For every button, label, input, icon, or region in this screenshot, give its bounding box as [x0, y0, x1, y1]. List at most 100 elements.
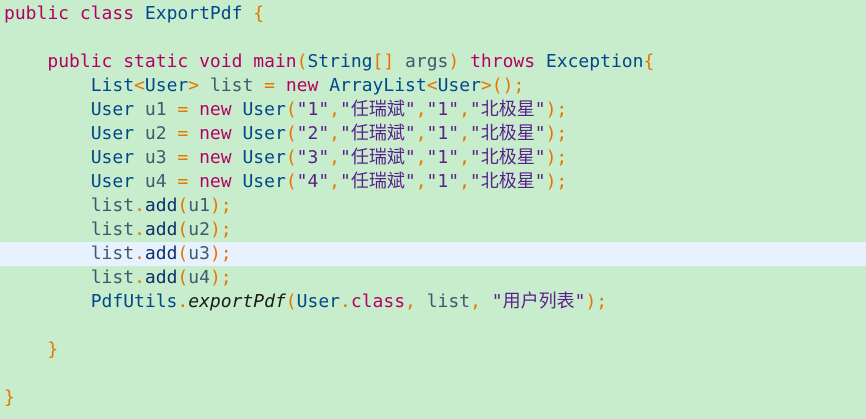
code-token: ); [209, 243, 232, 264]
code-token [4, 291, 91, 312]
code-token: "任瑞斌" [340, 123, 416, 144]
code-line[interactable]: } [0, 386, 866, 410]
code-token: } [47, 339, 59, 360]
code-token: List [90, 75, 135, 96]
code-token: "3" [296, 147, 330, 168]
code-token: "2" [296, 123, 330, 144]
code-line[interactable] [0, 362, 866, 386]
code-line[interactable]: } [0, 338, 866, 362]
code-token: , [329, 171, 341, 192]
code-token: ); [585, 291, 608, 312]
code-token: u3 [144, 147, 178, 168]
code-line[interactable]: User u3 = new User("3","任瑞斌","1","北极星"); [0, 146, 866, 170]
code-token: , [415, 171, 427, 192]
code-token: User [242, 123, 286, 144]
code-token: , [459, 123, 470, 144]
code-token: . [177, 291, 189, 312]
code-token: u3 [188, 243, 210, 264]
code-token [4, 99, 91, 120]
code-token: , [459, 147, 470, 168]
code-token: ( [285, 99, 297, 120]
code-token: > [188, 75, 210, 96]
code-line[interactable] [0, 314, 866, 338]
code-token: User [242, 99, 286, 120]
code-token: list [426, 291, 471, 312]
code-token: ( [285, 147, 297, 168]
code-token: "1" [426, 147, 460, 168]
code-token: , [470, 291, 492, 312]
code-token: ) [448, 51, 471, 72]
code-token: >(); [480, 75, 525, 96]
code-line[interactable]: public static void main(String[] args) t… [0, 50, 866, 74]
code-token: ); [545, 147, 568, 168]
code-token: "1" [426, 123, 460, 144]
code-line[interactable]: List<User> list = new ArrayList<User>(); [0, 74, 866, 98]
code-token: . [134, 219, 145, 240]
code-token: ( [177, 243, 189, 264]
code-line[interactable]: User u2 = new User("2","任瑞斌","1","北极星"); [0, 122, 866, 146]
code-token: ); [545, 99, 568, 120]
code-token: , [415, 147, 427, 168]
code-token [4, 75, 91, 96]
code-token: add [144, 267, 178, 288]
code-line-text: User u2 = new User("2","任瑞斌","1","北极星"); [4, 122, 568, 146]
code-token: list [90, 195, 135, 216]
code-line-text: List<User> list = new ArrayList<User>(); [4, 74, 525, 98]
code-token: , [405, 291, 427, 312]
code-token: User [242, 171, 286, 192]
code-token: "任瑞斌" [340, 171, 416, 192]
code-token [4, 219, 91, 240]
code-token: User [437, 75, 481, 96]
code-line-text: User u4 = new User("4","任瑞斌","1","北极星"); [4, 170, 568, 194]
code-line[interactable]: public class ExportPdf { [0, 2, 866, 26]
code-token: add [144, 195, 178, 216]
code-token: < [426, 75, 438, 96]
code-line[interactable]: list.add(u4); [0, 266, 866, 290]
code-line[interactable]: User u1 = new User("1","任瑞斌","1","北极星"); [0, 98, 866, 122]
code-token: , [329, 99, 341, 120]
code-token: new [199, 171, 243, 192]
code-token: new [199, 147, 243, 168]
code-token: ( [296, 51, 308, 72]
code-token: ArrayList [329, 75, 427, 96]
code-token: . [134, 267, 145, 288]
code-token: { [643, 51, 655, 72]
code-token: = [177, 99, 200, 120]
code-token: User [144, 75, 189, 96]
code-token: static [123, 51, 200, 72]
code-token: class [350, 291, 406, 312]
code-token: < [134, 75, 145, 96]
code-token: ExportPdf [144, 3, 254, 24]
code-token [4, 51, 47, 72]
code-line[interactable]: PdfUtils.exportPdf(User.class, list, "用户… [0, 290, 866, 314]
code-token [4, 171, 91, 192]
code-token: u2 [144, 123, 178, 144]
code-token: "1" [296, 99, 330, 120]
code-line[interactable] [0, 26, 866, 50]
code-line[interactable]: list.add(u1); [0, 194, 866, 218]
code-line-text: public class ExportPdf { [4, 2, 264, 26]
code-line[interactable]: list.add(u2); [0, 218, 866, 242]
code-token: . [340, 291, 351, 312]
code-line[interactable]: list.add(u3); [0, 242, 866, 266]
code-token: add [144, 219, 178, 240]
code-token: User [242, 147, 286, 168]
code-token: User [90, 171, 145, 192]
code-token: ); [209, 195, 232, 216]
code-token: , [415, 123, 427, 144]
code-token: = [177, 123, 200, 144]
code-token: } [4, 387, 15, 408]
code-token: User [90, 147, 145, 168]
code-token: [] [372, 51, 406, 72]
code-token: main [253, 51, 297, 72]
code-line-text: } [4, 386, 15, 410]
code-line[interactable]: User u4 = new User("4","任瑞斌","1","北极星"); [0, 170, 866, 194]
code-token: "北极星" [469, 123, 546, 144]
code-token: throws [470, 51, 546, 72]
code-token: u4 [144, 171, 178, 192]
code-token: "任瑞斌" [340, 99, 416, 120]
code-line-text: list.add(u3); [4, 242, 232, 266]
code-token: . [134, 195, 145, 216]
code-token: ); [209, 219, 232, 240]
